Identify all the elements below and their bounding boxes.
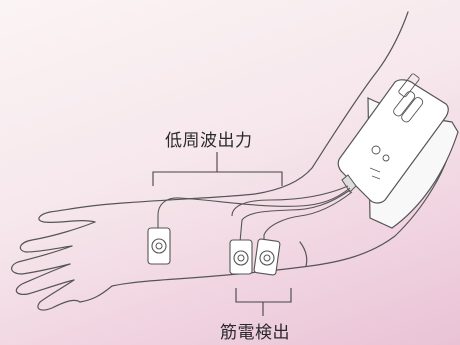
emg-pad-2 xyxy=(253,238,281,276)
device-controls xyxy=(369,73,424,180)
emg-detection-label: 筋電検出 xyxy=(220,323,290,343)
top-bracket xyxy=(152,171,283,186)
stimulation-pad xyxy=(147,227,171,265)
electrode-pads xyxy=(147,227,281,276)
emg-pad-1 xyxy=(229,239,253,275)
low-frequency-output-label: 低周波出力 xyxy=(165,131,253,151)
bottom-bracket xyxy=(235,288,292,303)
arm-outline xyxy=(11,11,456,311)
device-unit xyxy=(337,73,459,229)
callout-brackets xyxy=(152,152,292,316)
device-body xyxy=(337,79,449,204)
electrode-cables xyxy=(157,185,353,243)
